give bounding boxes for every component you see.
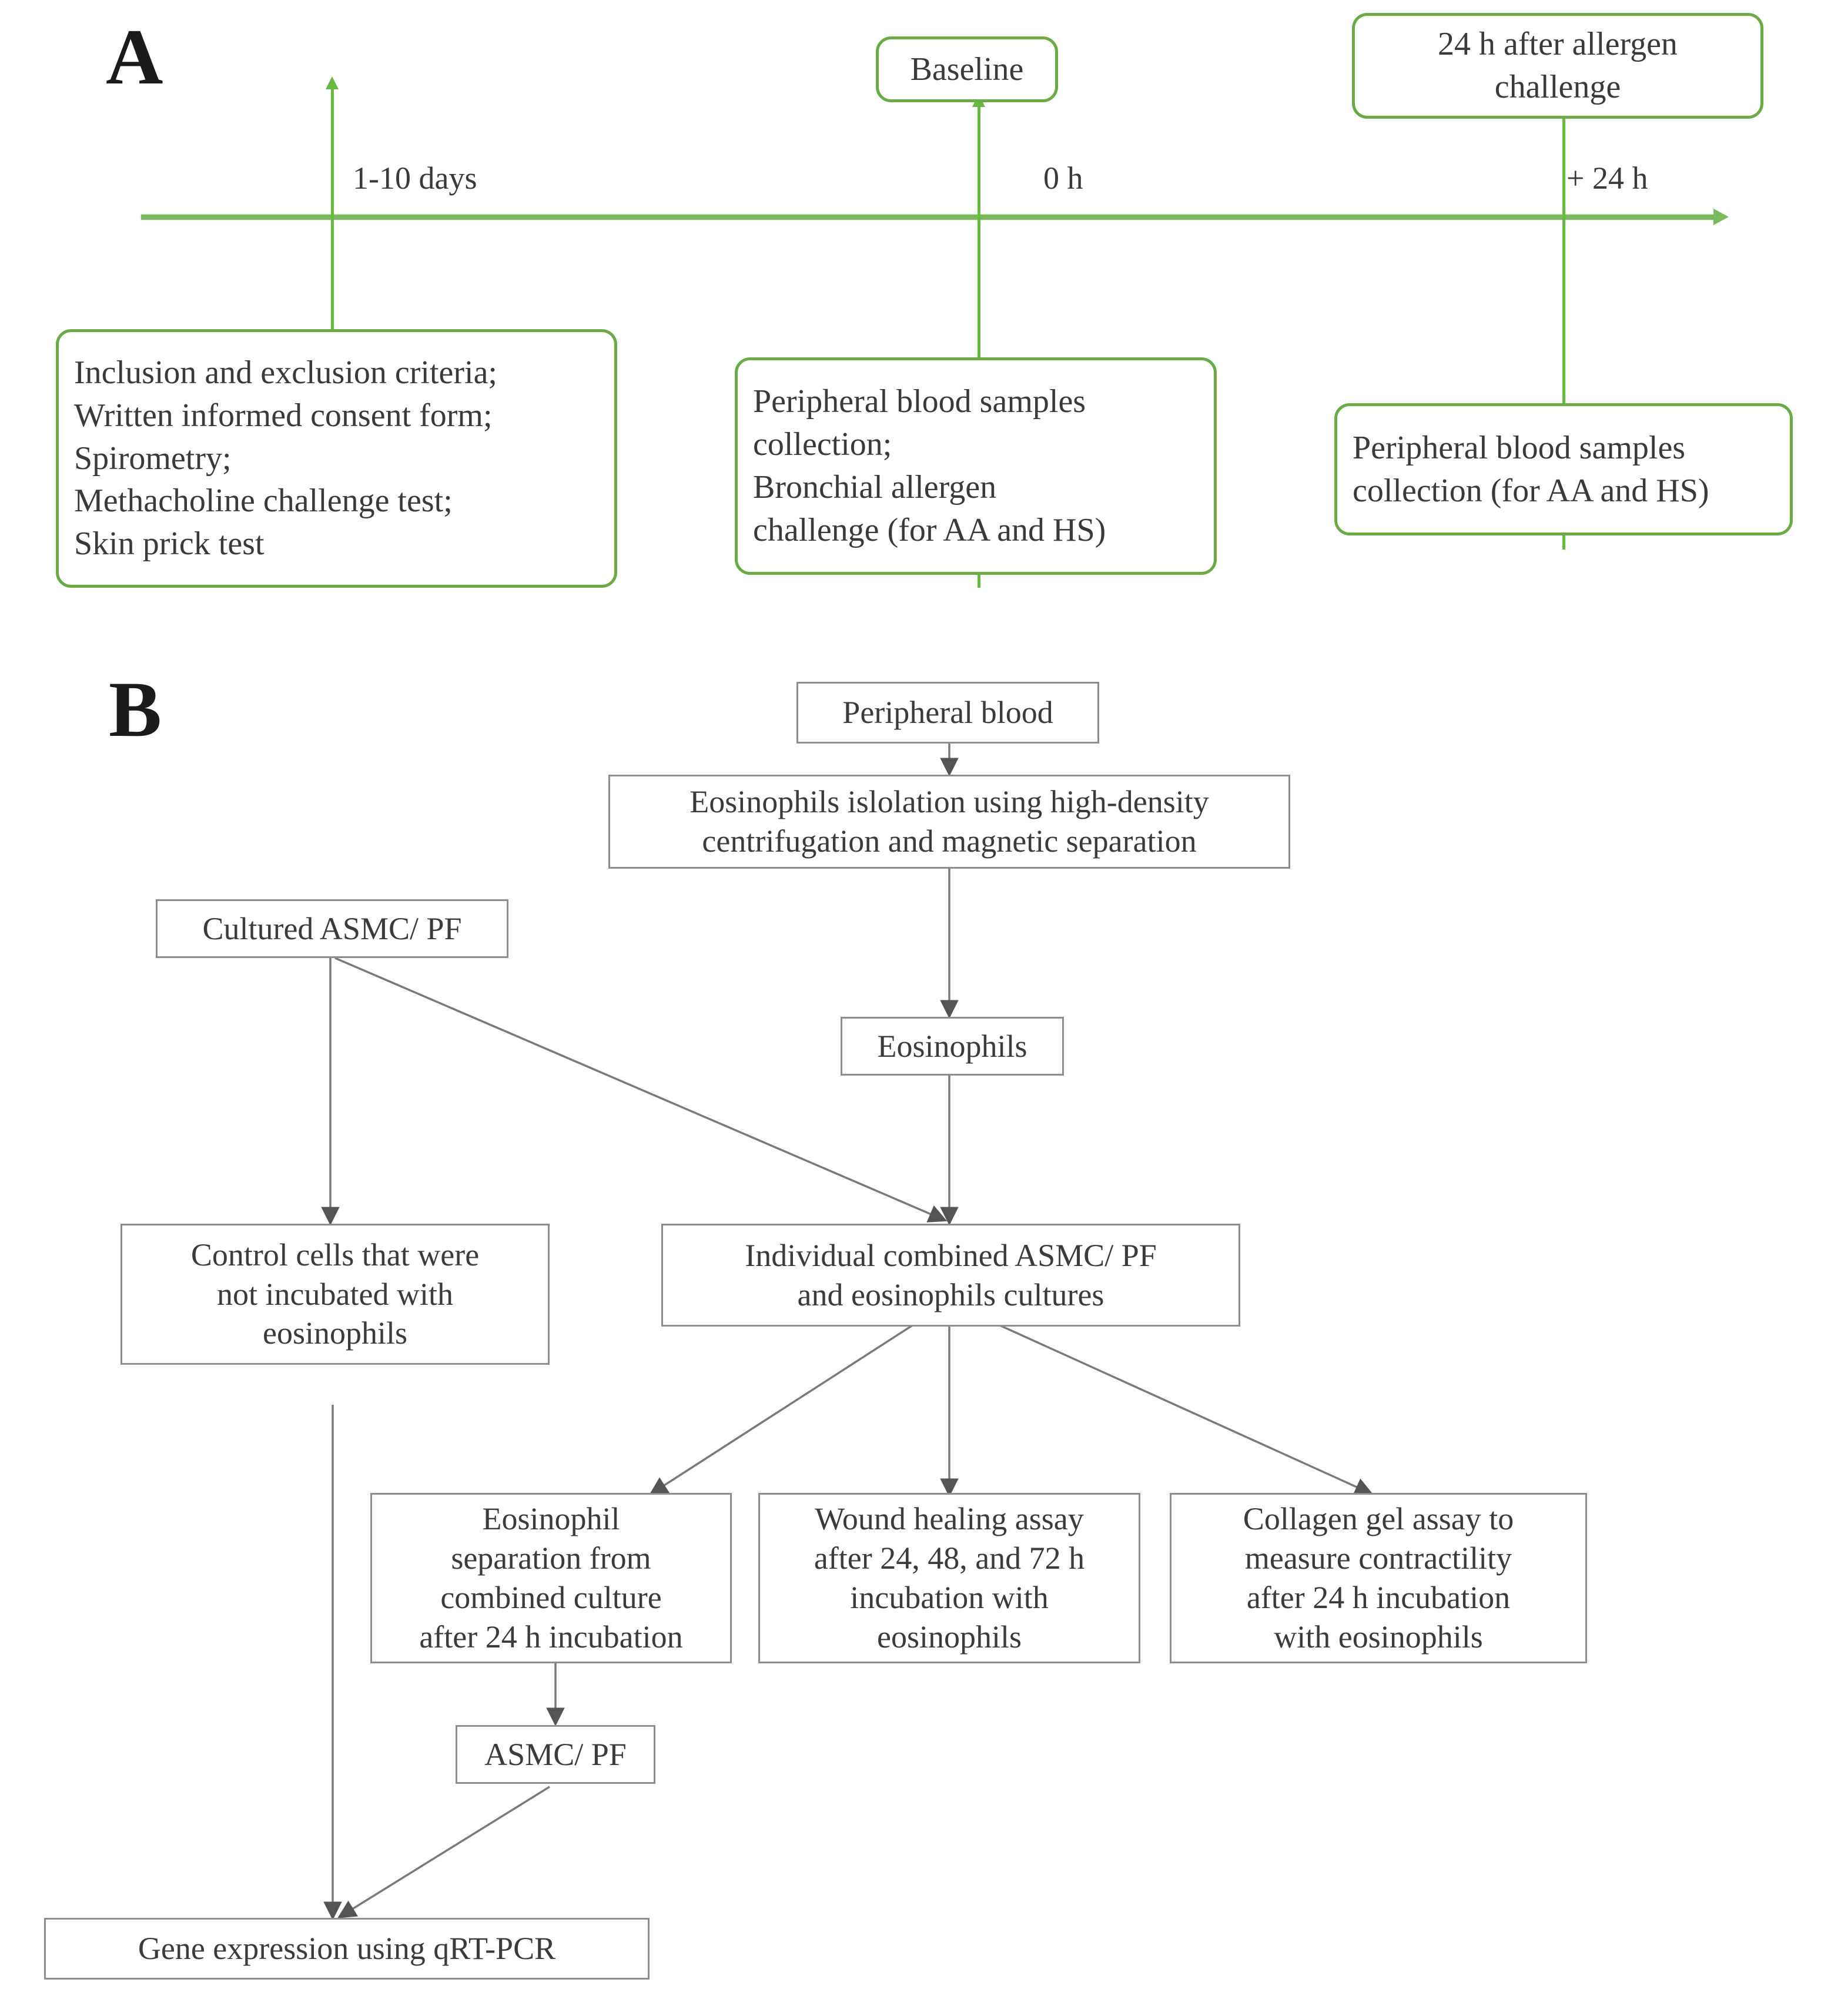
panel-a-box-post-challenge-procedures: Peripheral blood samples collection (for… bbox=[1334, 403, 1793, 535]
node-eosinophil-separation-text: Eosinophil separation from combined cult… bbox=[419, 1501, 683, 1655]
tick-label-plus-24h: + 24 h bbox=[1566, 160, 1648, 196]
node-eosinophils: Eosinophils bbox=[841, 1017, 1064, 1076]
tick-label-1-10-days: 1-10 days bbox=[353, 160, 477, 196]
panel-a-box-screening-text: Inclusion and exclusion criteria; Writte… bbox=[74, 354, 497, 562]
node-gene-expression: Gene expression using qRT-PCR bbox=[44, 1918, 650, 1980]
node-combined-cultures: Individual combined ASMC/ PF and eosinop… bbox=[661, 1224, 1240, 1327]
node-eosinophil-isolation-text: Eosinophils islolation using high-densit… bbox=[689, 784, 1209, 859]
node-eosinophil-separation: Eosinophil separation from combined cult… bbox=[370, 1493, 732, 1663]
node-wound-healing-assay: Wound healing assay after 24, 48, and 72… bbox=[758, 1493, 1140, 1663]
tick-line-0h bbox=[978, 106, 980, 588]
node-wound-healing-assay-text: Wound healing assay after 24, 48, and 72… bbox=[814, 1501, 1085, 1655]
tick-line-plus-24h bbox=[1562, 115, 1565, 550]
panel-a-box-baseline: Baseline bbox=[876, 36, 1058, 102]
tick-arrowhead-1-10-days bbox=[326, 76, 339, 89]
node-asmc-pf: ASMC/ PF bbox=[456, 1725, 655, 1784]
node-eosinophil-isolation: Eosinophils islolation using high-densit… bbox=[608, 775, 1290, 869]
panel-b-letter: B bbox=[109, 666, 162, 754]
tick-line-1-10-days bbox=[331, 88, 334, 535]
node-collagen-gel-assay-text: Collagen gel assay to measure contractil… bbox=[1243, 1501, 1514, 1655]
node-peripheral-blood-text: Peripheral blood bbox=[842, 695, 1053, 731]
node-gene-expression-text: Gene expression using qRT-PCR bbox=[138, 1931, 556, 1967]
panel-a-box-after-challenge-text: 24 h after allergen challenge bbox=[1438, 26, 1678, 105]
panel-a-box-baseline-procedures: Peripheral blood samples collection; Bro… bbox=[735, 357, 1217, 575]
timeline-axis-arrowhead bbox=[1713, 209, 1729, 225]
timeline-axis bbox=[141, 215, 1716, 220]
panel-a-box-baseline-text: Baseline bbox=[910, 51, 1024, 88]
node-eosinophils-text: Eosinophils bbox=[877, 1028, 1027, 1064]
panel-a-box-post-challenge-procedures-text: Peripheral blood samples collection (for… bbox=[1353, 429, 1709, 509]
node-asmc-pf-text: ASMC/ PF bbox=[484, 1736, 627, 1772]
panel-a-box-baseline-procedures-text: Peripheral blood samples collection; Bro… bbox=[753, 383, 1106, 548]
node-peripheral-blood: Peripheral blood bbox=[796, 682, 1099, 744]
node-control-cells: Control cells that were not incubated wi… bbox=[120, 1224, 550, 1365]
panel-a-box-screening: Inclusion and exclusion criteria; Writte… bbox=[56, 329, 617, 588]
tick-label-0h: 0 h bbox=[1043, 160, 1083, 196]
panel-a-letter: A bbox=[106, 14, 163, 101]
panel-a-box-after-challenge: 24 h after allergen challenge bbox=[1352, 13, 1763, 119]
node-collagen-gel-assay: Collagen gel assay to measure contractil… bbox=[1170, 1493, 1587, 1663]
node-cultured-asmc-pf: Cultured ASMC/ PF bbox=[156, 899, 508, 958]
node-combined-cultures-text: Individual combined ASMC/ PF and eosinop… bbox=[745, 1237, 1157, 1312]
node-cultured-asmc-pf-text: Cultured ASMC/ PF bbox=[202, 910, 462, 946]
node-control-cells-text: Control cells that were not incubated wi… bbox=[190, 1237, 480, 1351]
